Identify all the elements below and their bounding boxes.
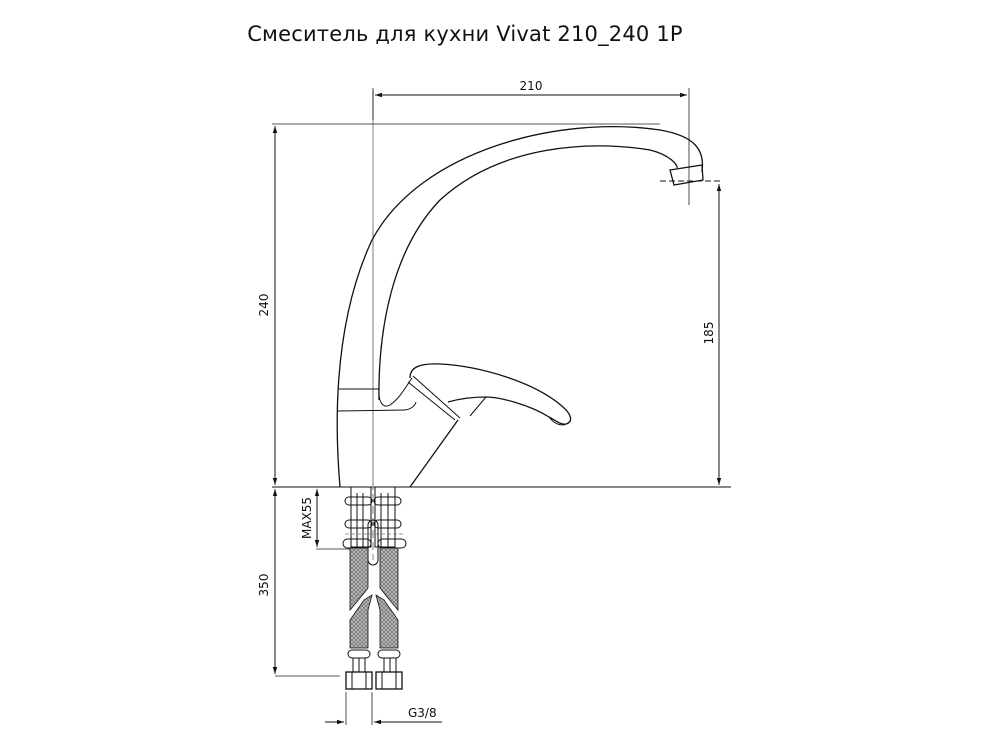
dimension-hose-length: 350 xyxy=(257,489,340,677)
lever-handle xyxy=(407,363,572,488)
supply-hoses xyxy=(342,486,407,690)
dimension-reach: 210 xyxy=(372,79,690,205)
dimension-total-height-label: 240 xyxy=(257,294,271,317)
dimension-hose-length-label: 350 xyxy=(257,574,271,597)
dimension-max-countertop-label: MAX55 xyxy=(300,497,314,539)
drawing-title: Смеситель для кухни Vivat 210_240 1P xyxy=(247,22,683,46)
dimension-total-height: 240 xyxy=(257,123,660,485)
dimension-spout-height: 185 xyxy=(660,180,722,485)
dimension-thread-label: G3/8 xyxy=(408,706,437,720)
dimension-spout-height-label: 185 xyxy=(702,322,716,345)
dimension-thread: G3/8 xyxy=(325,692,442,725)
dimension-max-countertop: MAX55 xyxy=(300,489,350,550)
faucet-body xyxy=(336,126,704,488)
dimension-reach-label: 210 xyxy=(520,79,543,93)
